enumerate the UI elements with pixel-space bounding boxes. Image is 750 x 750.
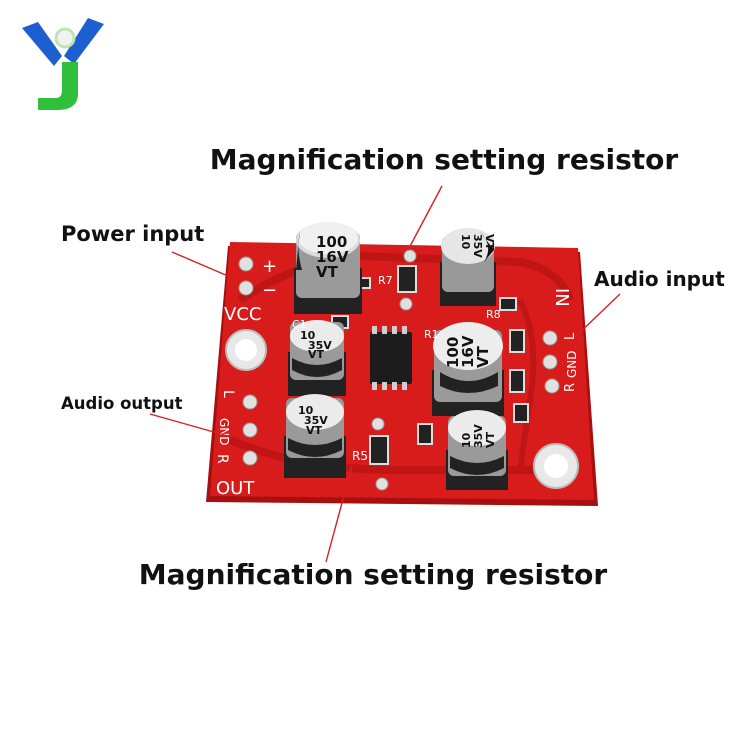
silk-in-r: R xyxy=(563,383,578,392)
power-pads xyxy=(238,256,254,296)
cap-lefttop-line3: VT xyxy=(308,348,325,361)
cap-bigright-line2: 16V xyxy=(459,335,477,368)
cap-topright-line3: VT xyxy=(483,234,496,251)
cap-topright-line1: 10 xyxy=(459,234,472,250)
silk-out-l: L xyxy=(220,390,236,398)
mounting-hole-right xyxy=(533,443,579,489)
silk-r8: R8 xyxy=(486,308,501,321)
cap-bottomright-line2: 35V xyxy=(472,424,485,448)
silk-vcc: VCC xyxy=(224,304,261,325)
silk-plus: + xyxy=(262,256,277,277)
silk-c1: C1 xyxy=(292,318,307,331)
audio-output-label: Audio output xyxy=(61,394,183,413)
cap-bottomright-line1: 10 xyxy=(460,432,473,448)
smd-resistors xyxy=(331,265,529,465)
magnification-label-top: Magnification setting resistor xyxy=(209,143,679,176)
cap-bigleft-line3: VT xyxy=(316,263,339,281)
brand-logo xyxy=(22,18,104,110)
silk-minus: − xyxy=(262,280,277,301)
audio-input-label: Audio input xyxy=(594,267,725,291)
cap-topright-line2: 35V xyxy=(471,234,484,258)
silk-in-gnd: GND xyxy=(565,350,579,378)
cap-lefttop-line1: 10 xyxy=(300,329,316,342)
cap-leftbottom-line2: 35V xyxy=(304,414,328,427)
cap-bigright-line1: 100 xyxy=(444,337,462,368)
silk-out-gnd: GND xyxy=(217,418,231,446)
cap-leftbottom-line3: VT xyxy=(306,424,323,437)
capacitor-big-right xyxy=(432,322,504,416)
silk-r5: R5 xyxy=(352,449,368,463)
ic-chip xyxy=(370,326,412,390)
magnification-label-bottom: Magnification setting resistor xyxy=(138,558,608,591)
mounting-hole-left xyxy=(225,329,267,371)
capacitor-small-left-bottom xyxy=(284,394,346,478)
cap-bigleft-line1: 100 xyxy=(316,233,347,251)
input-pads xyxy=(542,330,560,394)
cap-leftbottom-line1: 10 xyxy=(298,404,314,417)
cap-bigright-line3: VT xyxy=(474,345,492,368)
silk-out: OUT xyxy=(216,478,255,499)
silk-in-l: L xyxy=(563,332,578,340)
leader-lines xyxy=(149,185,621,563)
silk-r1: R1 xyxy=(424,328,439,341)
output-pads xyxy=(242,394,258,466)
silk-out-r: R xyxy=(214,454,230,464)
capacitor-small-bottom-right xyxy=(446,410,508,490)
silk-r7: R7 xyxy=(378,274,393,287)
capacitor-big-left xyxy=(294,222,362,314)
cap-lefttop-line2: 35V xyxy=(308,339,332,352)
capacitor-small-left-top xyxy=(288,320,346,396)
cap-bottomright-line3: VT xyxy=(484,431,497,448)
power-input-label: Power input xyxy=(61,222,205,246)
silk-in: IN xyxy=(551,288,572,307)
capacitor-small-top-right xyxy=(440,228,496,306)
cap-bigleft-line2: 16V xyxy=(316,248,349,266)
